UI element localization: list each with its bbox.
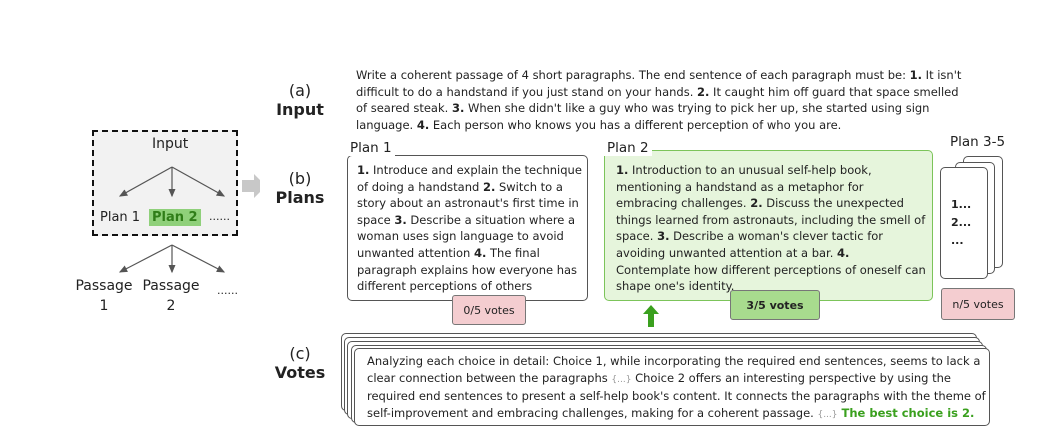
plan2-text: 1. Introduction to an unusual self-help …	[616, 163, 926, 294]
plan2-label: Plan 2	[604, 140, 652, 156]
arrow-to-passage1	[118, 244, 173, 273]
section-c-letter: (c)	[289, 344, 311, 363]
vote-card-front	[354, 348, 990, 426]
section-a-title: Input	[276, 100, 324, 119]
section-b-title: Plans	[275, 188, 325, 207]
plan2-votes-badge: 3/5 votes	[730, 290, 820, 320]
plan1-label: Plan 1	[347, 140, 395, 156]
overview-passage-ellipsis: ......	[217, 284, 238, 297]
overview-plan-ellipsis: ......	[209, 210, 230, 223]
plan35-votes-badge: n/5 votes	[941, 288, 1015, 320]
plan1-text: 1. Introduce and explain the technique o…	[357, 163, 582, 294]
section-a-letter: (a)	[288, 81, 312, 100]
overview-input-label: Input	[152, 136, 189, 152]
arrow-to-plan1	[118, 166, 173, 197]
arrow-to-plan-more	[171, 166, 226, 197]
arrow-to-passage-more	[171, 244, 226, 273]
vote-text: Analyzing each choice in detail: Choice …	[367, 354, 986, 420]
overview-arrows	[118, 166, 260, 274]
up-arrow-icon	[643, 305, 659, 327]
input-text: Write a coherent passage of 4 short para…	[356, 68, 962, 132]
section-c-label: (c)Votes	[270, 344, 330, 382]
section-b-label: (b)Plans	[270, 169, 330, 207]
section-b-letter: (b)	[288, 169, 312, 188]
section-c-title: Votes	[274, 363, 326, 382]
plan35-card-front	[940, 167, 988, 279]
vote-conclusion: The best choice is 2.	[837, 405, 975, 420]
overview-passage2: Passage 2	[142, 278, 200, 314]
overview-plan1: Plan 1	[100, 210, 141, 225]
plan35-label: Plan 3-5	[947, 134, 1009, 150]
overview-passage1: Passage 1	[75, 278, 133, 314]
plan35-text: 1...2......	[951, 198, 972, 247]
right-arrow-icon	[242, 174, 260, 198]
plan1-votes-badge: 0/5 votes	[452, 295, 526, 325]
section-a-label: (a)Input	[270, 81, 330, 119]
overview-plan2: Plan 2	[149, 209, 201, 226]
